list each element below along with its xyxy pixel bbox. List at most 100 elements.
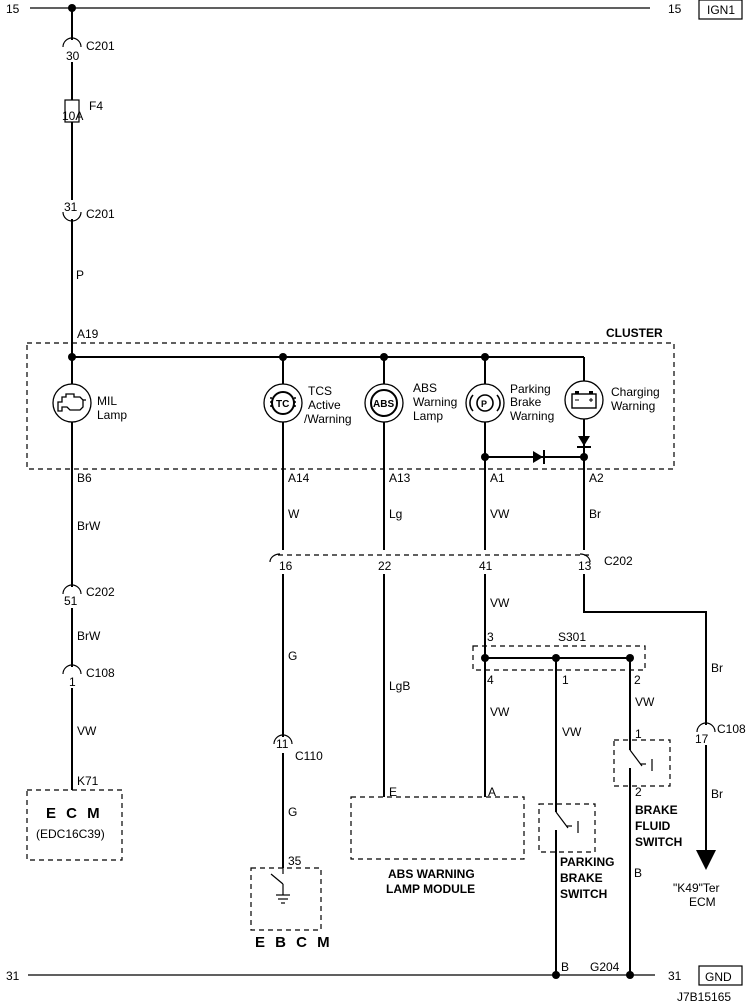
c110-pin: 11 bbox=[276, 737, 289, 751]
abs-icon-text: ABS bbox=[373, 399, 394, 410]
c110-name: C110 bbox=[295, 749, 323, 763]
abs-label-3: Lamp bbox=[413, 409, 443, 423]
feed-wire-color: P bbox=[76, 268, 84, 282]
c110-connector bbox=[273, 734, 293, 745]
instrument-cluster: CLUSTER A19 MIL Lamp TC bbox=[26, 326, 675, 485]
tcs-label-3: /Warning bbox=[304, 412, 352, 426]
parking-brake-icon: P bbox=[469, 394, 501, 412]
ecm-subtitle: (EDC16C39) bbox=[36, 827, 105, 841]
park-sw-line1: PARKING bbox=[560, 855, 614, 869]
ign1-tag: IGN1 bbox=[707, 3, 735, 17]
c202-park-pin: 41 bbox=[479, 559, 493, 573]
charging-label-1: Charging bbox=[611, 385, 660, 399]
parking-pin: A1 bbox=[490, 471, 505, 485]
chg-wire-3: Br bbox=[711, 787, 723, 801]
c202-name: C202 bbox=[604, 554, 633, 568]
ground-name: G204 bbox=[590, 960, 620, 974]
ecm-ref-line2: ECM bbox=[689, 895, 716, 909]
c108-chg-pin: 17 bbox=[695, 732, 709, 746]
parking-label-2: Brake bbox=[510, 395, 542, 409]
ecm-ref-line1: "K49"Ter bbox=[673, 881, 720, 895]
fluid-sw-pin-top: 1 bbox=[635, 727, 642, 741]
c202-abs-pin: 22 bbox=[378, 559, 392, 573]
fluid-sw-wire-bottom: B bbox=[634, 866, 642, 880]
abs-module-pin-a: A bbox=[488, 785, 496, 799]
mil-label-2: Lamp bbox=[97, 408, 127, 422]
s301-pin1: 1 bbox=[562, 673, 569, 687]
park-sw-line2: BRAKE bbox=[560, 871, 603, 885]
abs-warning-lamp-module: E A ABS WARNING LAMP MODULE bbox=[350, 785, 525, 896]
mil-wire-1: BrW bbox=[77, 519, 101, 533]
s301-pin2: 2 bbox=[634, 673, 641, 687]
ebcm-pin: 35 bbox=[288, 854, 302, 868]
rail-15-left: 15 bbox=[6, 2, 20, 16]
tcs-circuit: W G 11 C110 G 35 bbox=[273, 469, 323, 868]
engine-icon bbox=[57, 393, 86, 412]
charging-diode bbox=[577, 436, 591, 448]
c108-mil-name: C108 bbox=[86, 666, 115, 680]
park-wire-3: VW bbox=[490, 705, 510, 719]
tcs-pin: A14 bbox=[288, 471, 310, 485]
mil-lamp bbox=[52, 383, 92, 423]
abs-circuit: Lg LgB bbox=[383, 469, 410, 797]
rail-31-right: 31 bbox=[668, 969, 682, 983]
c202-mil-connector bbox=[62, 584, 82, 595]
cluster-name: CLUSTER bbox=[606, 326, 663, 340]
fluid-sw-line2: FLUID bbox=[635, 819, 671, 833]
tcs-label-2: Active bbox=[308, 398, 341, 412]
fluid-sw-line1: BRAKE bbox=[635, 803, 678, 817]
parking-label-3: Warning bbox=[510, 409, 554, 423]
ebcm-module: E B C M bbox=[250, 867, 333, 951]
chg-wire-2: Br bbox=[711, 661, 723, 675]
parking-brake-switch: VW PARKING BRAKE SWITCH bbox=[538, 658, 614, 975]
traction-control-icon: TC bbox=[270, 391, 296, 415]
c108-mil-connector bbox=[62, 664, 82, 675]
abs-module-line2: LAMP MODULE bbox=[386, 882, 475, 896]
parking-circuit: VW VW VW bbox=[484, 469, 510, 797]
abs-lamp: ABS bbox=[364, 383, 404, 423]
abs-icon: ABS bbox=[370, 389, 398, 417]
fluid-sw-pin-bottom: 2 bbox=[635, 785, 642, 799]
mil-label-1: MIL bbox=[97, 394, 117, 408]
c201-top-pin: 30 bbox=[66, 49, 80, 63]
charging-lamp bbox=[564, 380, 604, 420]
tcs-lamp: TC bbox=[263, 383, 303, 423]
abs-module-line1: ABS WARNING bbox=[388, 867, 475, 881]
c108-chg-connector bbox=[696, 722, 716, 733]
ecm-pin: K71 bbox=[77, 774, 99, 788]
fluid-sw-line3: SWITCH bbox=[635, 835, 682, 849]
rail-15-right: 15 bbox=[668, 2, 682, 16]
c201-bottom-name: C201 bbox=[86, 207, 115, 221]
ebcm-title: E B C M bbox=[255, 934, 333, 951]
park-wire-2: VW bbox=[490, 596, 510, 610]
parking-brake-lamp: P bbox=[465, 383, 505, 423]
abs-module-pin-e: E bbox=[389, 785, 397, 799]
mil-wire-2: BrW bbox=[77, 629, 101, 643]
s301-pin4: 4 bbox=[487, 673, 494, 687]
c108-chg-name: C108 bbox=[717, 722, 746, 736]
chg-wire-1: Br bbox=[589, 507, 601, 521]
abs-pin: A13 bbox=[389, 471, 411, 485]
gnd-tag: GND bbox=[705, 970, 732, 984]
park-wire-1: VW bbox=[490, 507, 510, 521]
fuse-rating: 10A bbox=[62, 109, 83, 123]
c201-bottom-pin: 31 bbox=[64, 200, 78, 214]
gnd-rail: 31 31 GND B G204 bbox=[6, 960, 743, 986]
ecm-title: E C M bbox=[46, 805, 103, 822]
c201-top-connector bbox=[62, 37, 82, 48]
splice-s301: 3 S301 4 1 2 bbox=[472, 630, 646, 687]
rail-31-left: 31 bbox=[6, 969, 20, 983]
c108-mil-pin: 1 bbox=[69, 675, 76, 689]
mil-circuit: BrW 51 C202 BrW 1 C108 VW K71 bbox=[62, 469, 115, 790]
mil-pin: B6 bbox=[77, 471, 92, 485]
charging-label-2: Warning bbox=[611, 399, 655, 413]
footer-code: J7B15165 bbox=[677, 990, 731, 1004]
ecm-module: E C M (EDC16C39) bbox=[26, 789, 123, 861]
abs-label-2: Warning bbox=[413, 395, 457, 409]
abs-label-1: ABS bbox=[413, 381, 437, 395]
c202-chg-pin: 13 bbox=[578, 559, 592, 573]
ebcm-ground-symbol bbox=[270, 868, 290, 904]
tcs-wire-2: G bbox=[288, 649, 297, 663]
c202-mil-pin: 51 bbox=[64, 594, 78, 608]
